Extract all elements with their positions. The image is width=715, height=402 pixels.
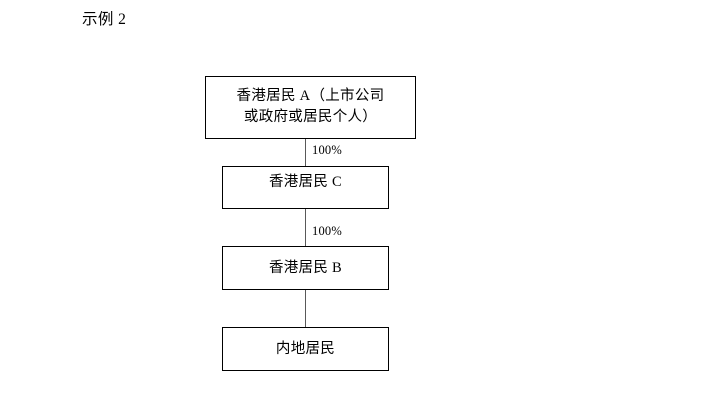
node-label-hk-resident-b: 香港居民 B [268,260,343,276]
connector-line-b-to-mainland-resident [305,290,306,328]
node-box-hk-resident-b: 香港居民 B [222,246,389,290]
node-box-hk-resident-c: 香港居民 C [222,166,389,209]
node-box-mainland-resident: 内地居民 [222,327,389,371]
node-box-hk-resident-a: 香港居民 A（上市公司 或政府或居民个人） [205,76,416,139]
node-label-mainland-resident: 内地居民 [275,341,336,357]
page-title: 示例 2 [82,11,127,28]
edge-label-a-to-c: 100% [312,143,342,157]
node-label-hk-resident-c: 香港居民 C [268,174,343,190]
node-label-hk-resident-a: 香港居民 A（上市公司 或政府或居民个人） [236,88,385,125]
connector-line-a-to-c [305,139,306,167]
connector-line-c-to-b [305,209,306,247]
edge-label-c-to-b: 100% [312,224,342,238]
